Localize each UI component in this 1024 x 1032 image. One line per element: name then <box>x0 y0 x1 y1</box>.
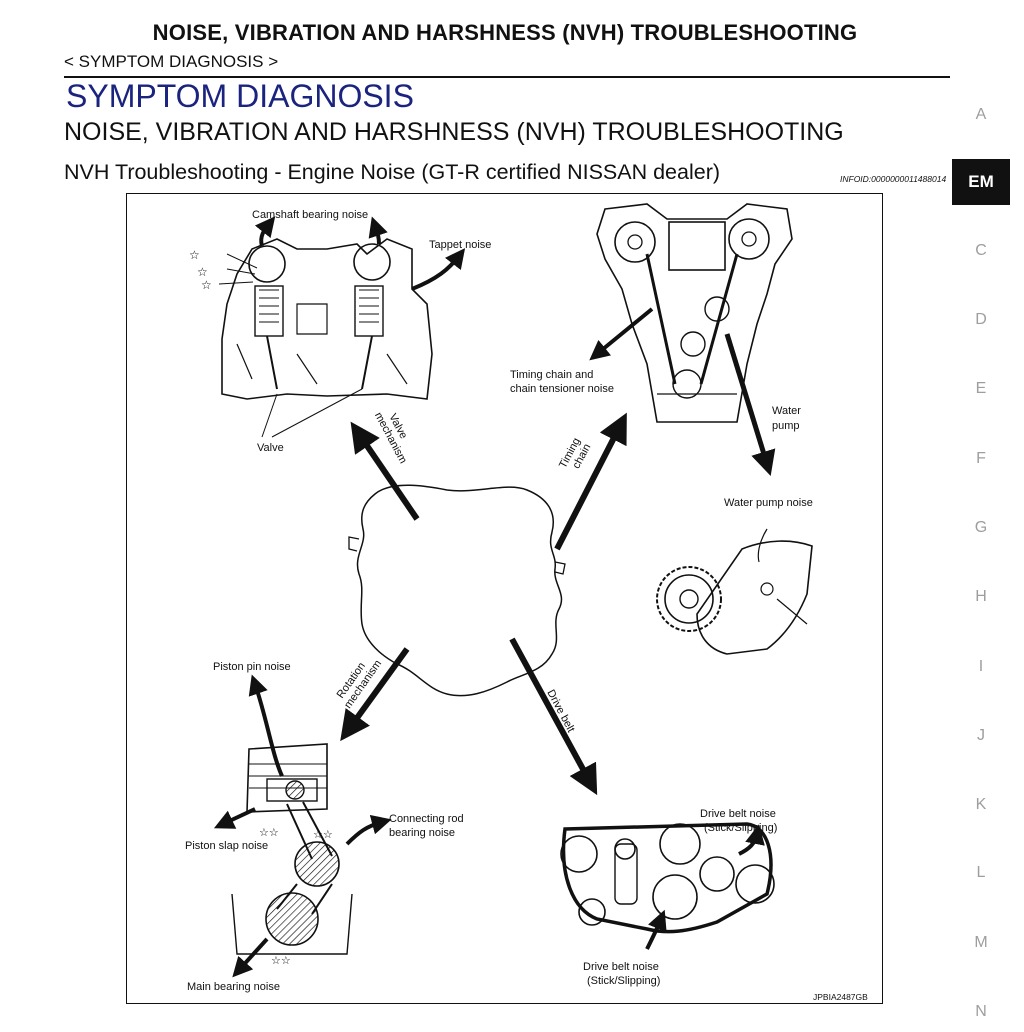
label-drive-belt-noise-upper-1: Drive belt noise <box>700 808 776 820</box>
svg-text:☆: ☆ <box>201 278 212 292</box>
timing-chain-drawing <box>596 203 793 423</box>
piston-drawing <box>231 743 353 955</box>
label-piston-slap-noise: Piston slap noise <box>185 840 268 852</box>
side-index-item-l[interactable]: L <box>976 864 986 881</box>
side-index-item-em[interactable]: EM <box>952 159 1010 205</box>
cylinder-head-drawing <box>221 238 433 400</box>
label-timing-chain-noise-1: Timing chain and <box>510 369 593 381</box>
info-id: INFOID:0000000011488014 <box>840 174 947 184</box>
water-pump-drawing <box>656 540 813 655</box>
side-index-item-n[interactable]: N <box>975 1003 987 1020</box>
label-valve: Valve <box>257 442 284 454</box>
label-camshaft-bearing-noise: Camshaft bearing noise <box>252 209 368 221</box>
side-index-item-e[interactable]: E <box>975 380 987 397</box>
figure-id: JPBIA2487GB <box>813 992 868 1002</box>
drive-belt-drawing <box>560 822 775 934</box>
side-index-item-c[interactable]: C <box>975 242 987 259</box>
side-index-item-i[interactable]: I <box>978 658 984 675</box>
side-index-item-d[interactable]: D <box>975 311 987 328</box>
label-drive-belt-noise-lower-2: (Stick/Slipping) <box>587 975 660 987</box>
svg-text:☆☆: ☆☆ <box>271 955 291 967</box>
topic-title: NVH Troubleshooting - Engine Noise (GT-R… <box>64 160 721 184</box>
breadcrumb[interactable]: < SYMPTOM DIAGNOSIS > <box>64 52 279 71</box>
side-index-item-m[interactable]: M <box>974 934 988 951</box>
engine-outline <box>356 484 563 697</box>
label-water-pump-1: Water <box>772 405 801 417</box>
side-index-item-h[interactable]: H <box>975 588 987 605</box>
label-water-pump-2: pump <box>772 420 800 432</box>
label-piston-pin-noise: Piston pin noise <box>213 661 291 673</box>
svg-text:☆: ☆ <box>189 248 200 262</box>
header-divider <box>64 76 950 78</box>
side-index-item-j[interactable]: J <box>977 727 985 744</box>
diagram-drawing: ☆ ☆ ☆ <box>185 203 868 1002</box>
label-drive-belt-noise-lower-1: Drive belt noise <box>583 961 659 973</box>
side-index-item-f[interactable]: F <box>976 450 986 467</box>
section-subtitle: NOISE, VIBRATION AND HARSHNESS (NVH) TRO… <box>64 118 844 146</box>
label-tappet-noise: Tappet noise <box>429 239 491 251</box>
page-header-title: NOISE, VIBRATION AND HARSHNESS (NVH) TRO… <box>152 20 858 45</box>
label-connecting-rod-2: bearing noise <box>389 827 455 839</box>
label-timing-chain-noise-2: chain tensioner noise <box>510 383 614 395</box>
side-index-item-g[interactable]: G <box>974 519 988 536</box>
label-main-bearing-noise: Main bearing noise <box>187 981 280 993</box>
label-water-pump-noise: Water pump noise <box>724 497 813 509</box>
label-connecting-rod-1: Connecting rod <box>389 813 464 825</box>
section-title: SYMPTOM DIAGNOSIS <box>66 78 414 114</box>
svg-text:☆: ☆ <box>197 265 208 279</box>
engine-noise-diagram: ☆ ☆ ☆ <box>126 193 883 1004</box>
label-drive-belt-noise-upper-2: (Stick/Slipping) <box>704 822 777 834</box>
svg-text:☆☆: ☆☆ <box>313 829 333 841</box>
svg-text:☆☆: ☆☆ <box>259 827 279 839</box>
side-index-item-k[interactable]: K <box>975 796 987 813</box>
side-index-item-a[interactable]: A <box>975 106 987 123</box>
